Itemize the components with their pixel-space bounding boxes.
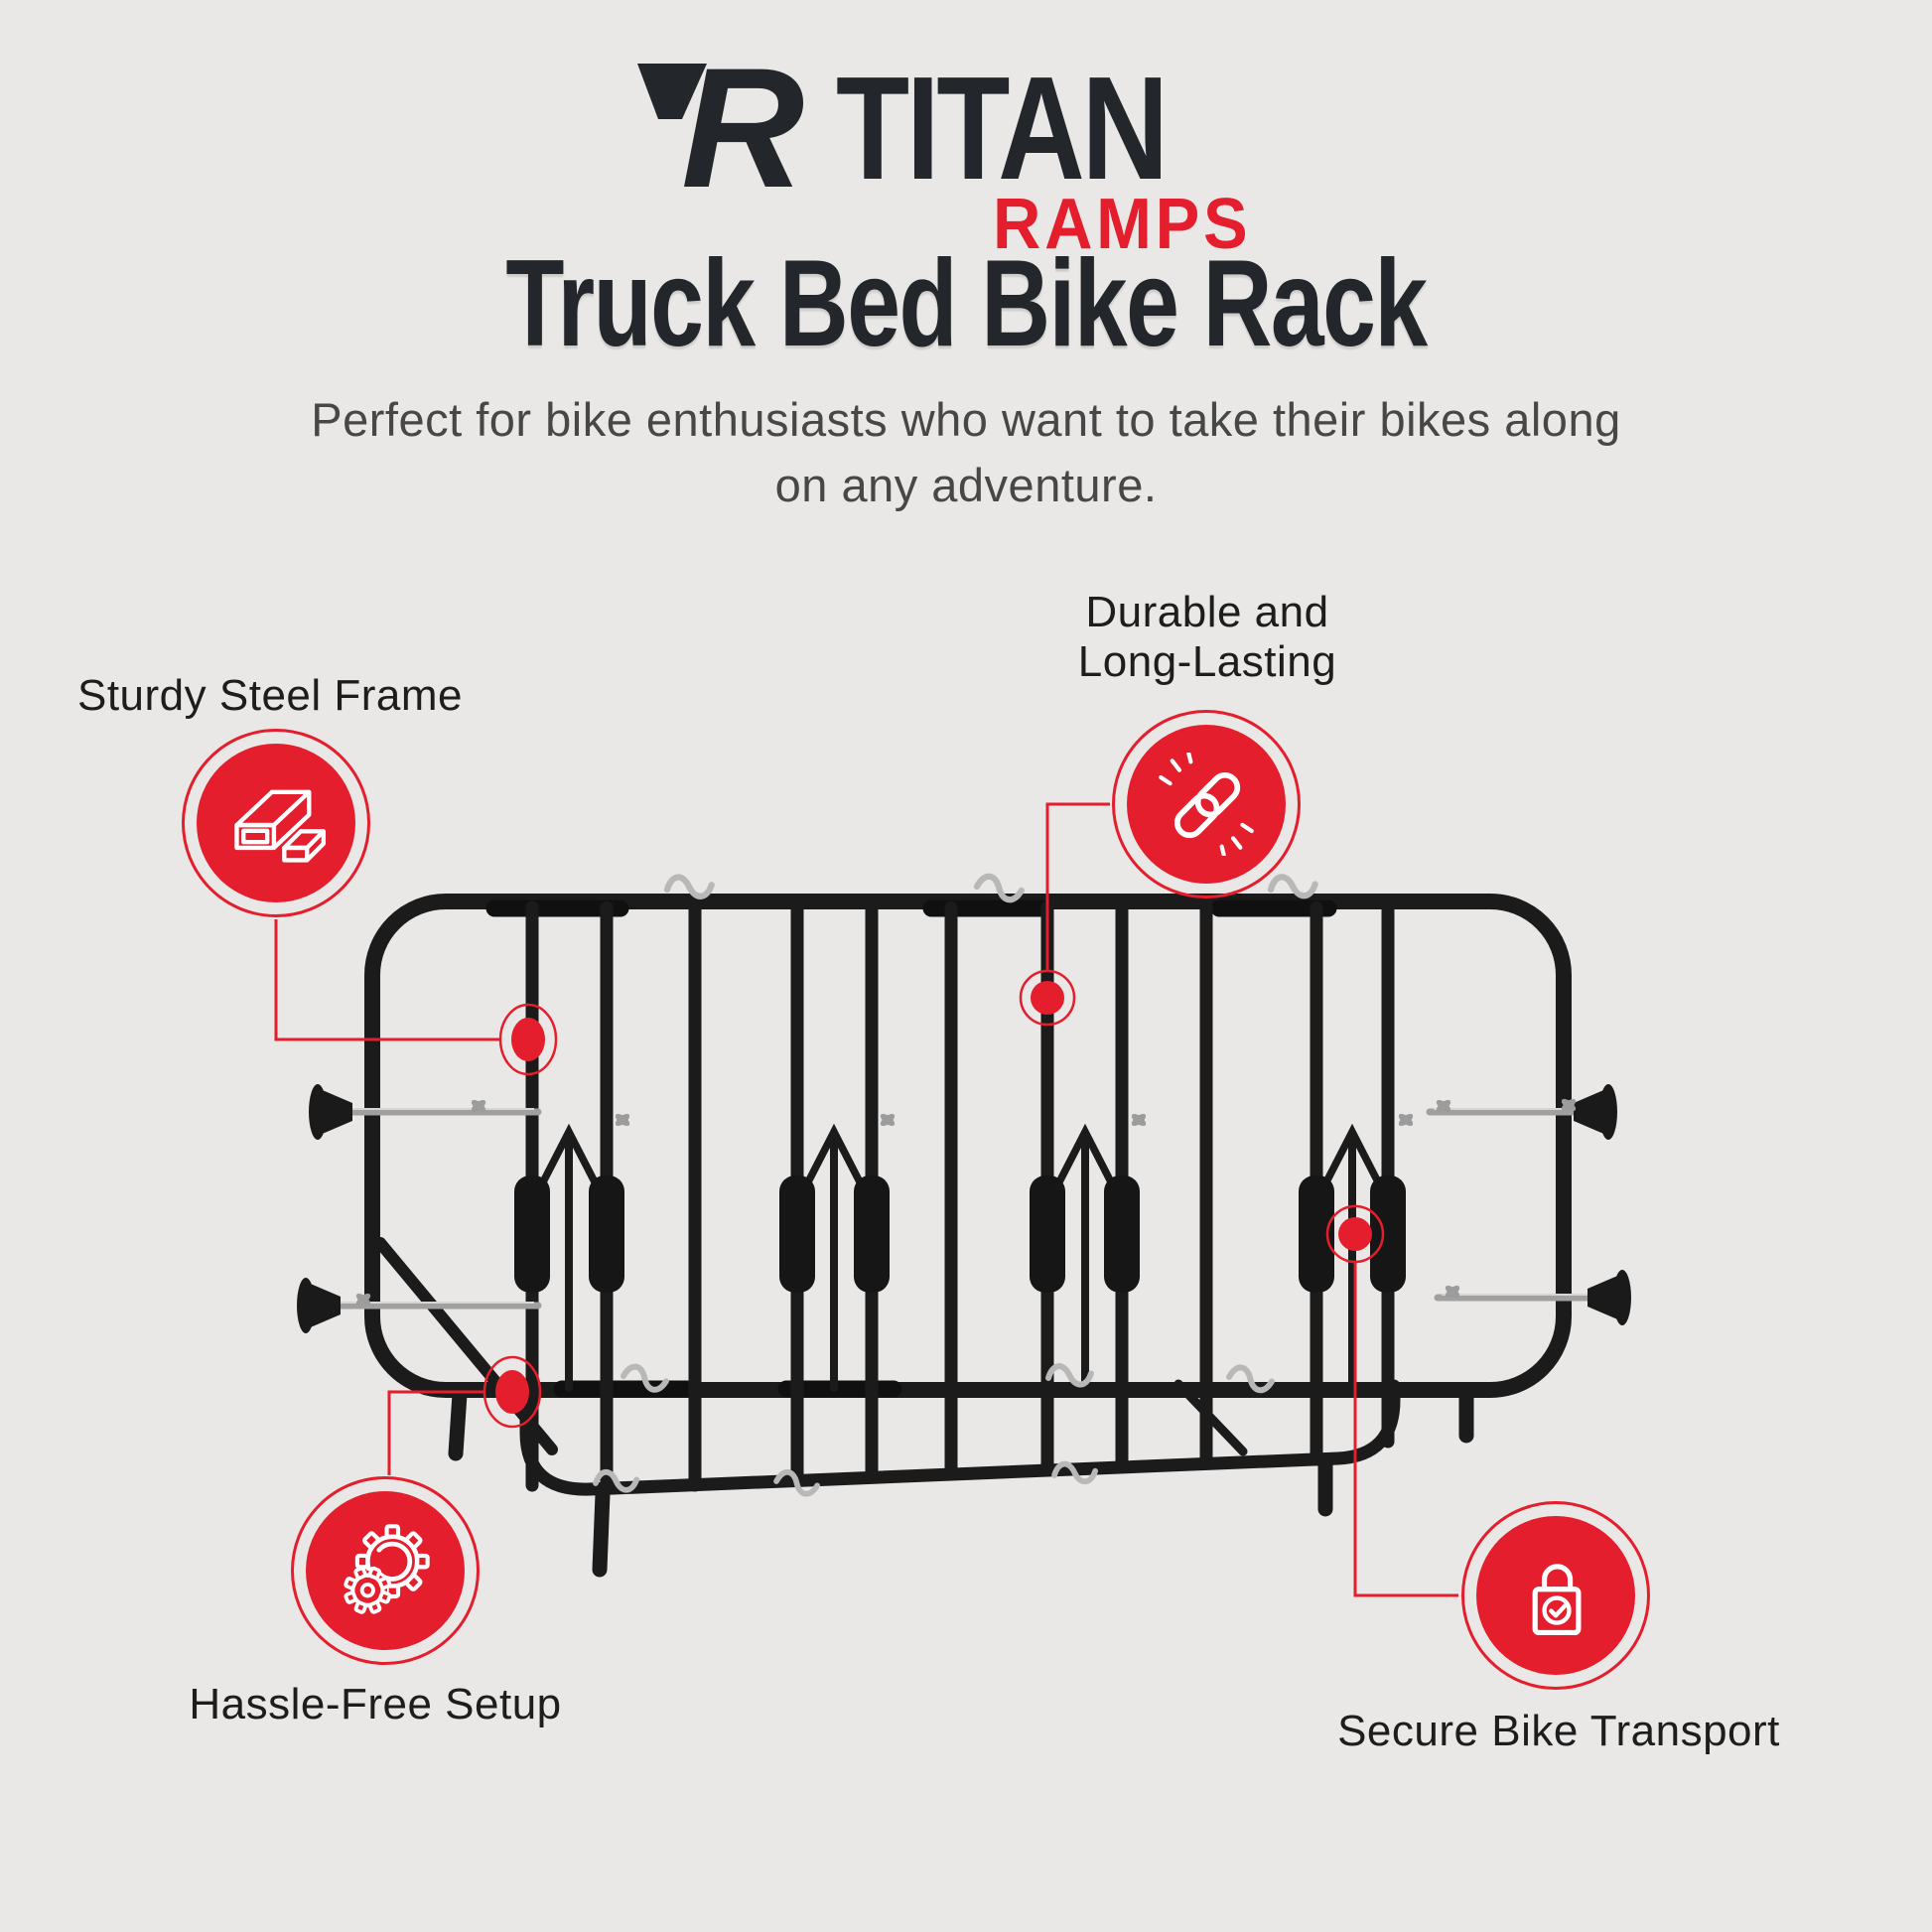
gears-icon bbox=[306, 1491, 465, 1650]
rack-vertical-bars bbox=[525, 900, 1395, 1495]
callout-dots bbox=[483, 969, 1385, 1429]
titan-monogram-icon: R bbox=[625, 50, 839, 223]
feature-label-hassle: Hassle-Free Setup bbox=[189, 1680, 562, 1728]
brand-division: RAMPS bbox=[993, 185, 1252, 264]
rack-foam-pads bbox=[514, 1175, 1406, 1293]
callout-dot-durable bbox=[1019, 969, 1076, 1027]
callout-dot-secure bbox=[1325, 1204, 1385, 1264]
padlock-icon bbox=[1476, 1516, 1635, 1675]
page-title: Truck Bed Bike Rack bbox=[505, 235, 1428, 372]
rack-mounting-rods bbox=[297, 1084, 1631, 1333]
feature-circle-durable bbox=[1112, 710, 1301, 898]
callout-connector-hassle bbox=[387, 1390, 483, 1475]
feature-label-sturdy: Sturdy Steel Frame bbox=[76, 671, 464, 720]
rack-bike-clamps bbox=[528, 1111, 1416, 1392]
steel-beam-icon bbox=[197, 744, 355, 902]
feature-label-secure: Secure Bike Transport bbox=[1337, 1707, 1780, 1755]
rack-base-frame bbox=[374, 1237, 1474, 1578]
callout-connector-sturdy bbox=[274, 919, 500, 1041]
brand-logo: R TITAN RAMPS bbox=[0, 0, 1932, 298]
clamp-wing-nuts bbox=[613, 1111, 1416, 1129]
feature-circle-hassle bbox=[291, 1476, 480, 1665]
callout-connector-durable bbox=[1045, 802, 1110, 970]
feature-label-durable-line1: Durable and bbox=[1085, 588, 1329, 636]
feature-label-durable-line2: Long-Lasting bbox=[1077, 637, 1337, 686]
brand-name: TITAN bbox=[836, 47, 1169, 210]
feature-circle-sturdy bbox=[182, 729, 370, 917]
feature-label-durable: Durable and Long-Lasting bbox=[949, 588, 1465, 687]
subtitle-line-2: on any adventure. bbox=[774, 459, 1158, 511]
feature-circle-secure bbox=[1461, 1501, 1650, 1690]
callout-dot-hassle bbox=[483, 1355, 542, 1429]
callout-dot-sturdy bbox=[498, 1003, 558, 1076]
chain-link-icon bbox=[1127, 725, 1286, 884]
monogram-letter: R bbox=[681, 50, 804, 223]
monogram-flag-shape bbox=[637, 64, 707, 119]
rod-knobs bbox=[297, 1084, 1631, 1333]
subtitle-line-1: Perfect for bike enthusiasts who want to… bbox=[311, 393, 1621, 446]
page-subtitle: Perfect for bike enthusiasts who want to… bbox=[0, 387, 1932, 518]
callout-connector-secure bbox=[1353, 1262, 1458, 1597]
